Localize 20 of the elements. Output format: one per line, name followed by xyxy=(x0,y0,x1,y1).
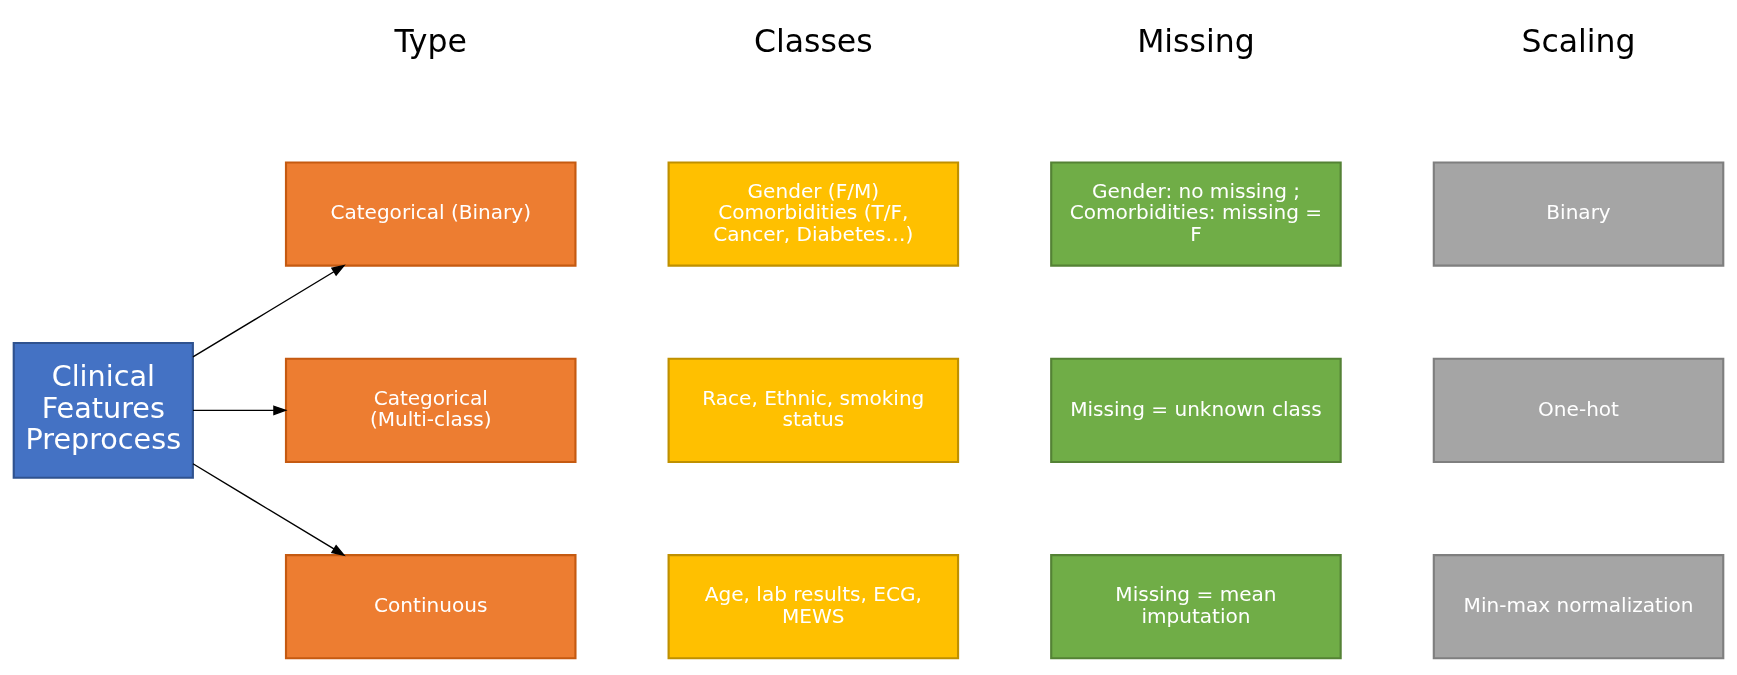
node-box: Missing = unknown class xyxy=(1050,357,1342,463)
node-box: Min-max normalization xyxy=(1432,553,1725,659)
label: Missing xyxy=(1137,22,1255,59)
arrow xyxy=(192,404,288,415)
node-box: One-hot xyxy=(1432,357,1725,463)
node-box: Categorical (Binary) xyxy=(284,160,577,267)
node-box: Clinical Features Preprocess xyxy=(12,341,194,479)
label: Scaling xyxy=(1521,22,1636,59)
node-box: Gender: no missing ; Comorbidities: missing = F xyxy=(1050,160,1342,267)
arrow xyxy=(192,264,346,358)
node-box: Missing = mean imputation xyxy=(1050,553,1342,659)
arrow xyxy=(192,462,346,556)
label: Type xyxy=(394,22,467,59)
node-box: Binary xyxy=(1432,160,1725,267)
label: Classes xyxy=(753,22,873,59)
node-box: Gender (F/M) Comorbidities (T/F, Cancer, Diabetes…) xyxy=(667,160,960,267)
node-box: Age, lab results, ECG, MEWS xyxy=(667,553,960,659)
node-box: Categorical (Multi-class) xyxy=(284,357,577,463)
node-box: Continuous xyxy=(284,553,577,659)
node-box: Race, Ethnic, smoking status xyxy=(667,357,960,463)
